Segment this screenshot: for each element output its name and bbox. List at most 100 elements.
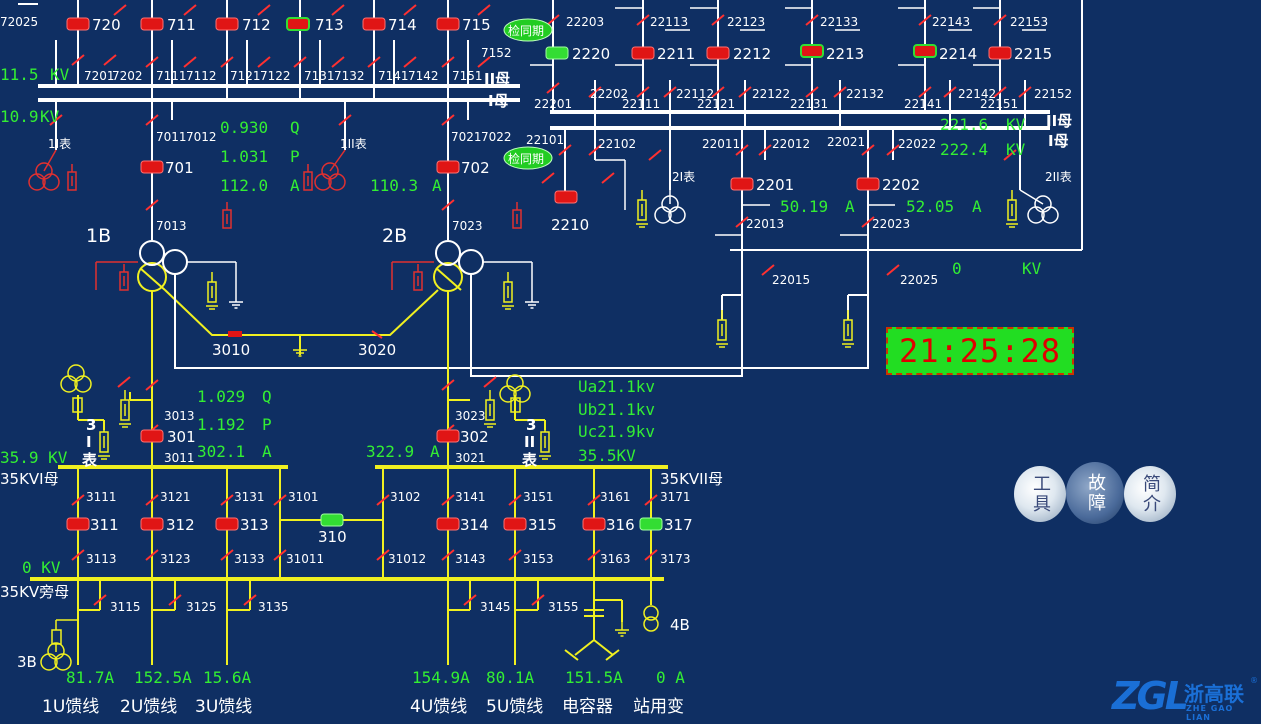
value-i314: 154.9A [412, 668, 470, 687]
breaker-315[interactable] [503, 517, 527, 531]
logo-en: ZHE GAO LIAN [1186, 704, 1234, 722]
transformer-2b[interactable] [433, 240, 484, 292]
labels-220: 检同期 检同期 22203 22113 22123 22133 22143 22… [508, 15, 1072, 287]
label-3020: 3020 [358, 341, 396, 359]
label-3135: 3135 [258, 600, 289, 614]
breaker-702[interactable] [436, 160, 460, 174]
values-110: 11.5 KV 10.9 KV 0.930 Q 1.031 P 112.0 A … [0, 65, 442, 195]
label-315: 315 [528, 516, 557, 534]
breaker-302[interactable] [436, 429, 460, 443]
breaker-2213[interactable] [800, 44, 824, 58]
breaker-713[interactable] [286, 17, 310, 31]
breaker-2212[interactable] [706, 46, 730, 60]
label-3171: 3171 [660, 490, 691, 504]
value-i701-unit: A [290, 176, 300, 195]
value-i311: 81.7A [66, 668, 115, 687]
breaker-317[interactable] [639, 517, 663, 531]
label-7023: 7023 [452, 219, 483, 233]
breaker-2210[interactable] [554, 190, 578, 204]
breaker-712[interactable] [215, 17, 239, 31]
value-220-ii-unit: KV [1006, 115, 1026, 134]
bus-110kv [18, 3, 520, 102]
breaker-312[interactable] [140, 517, 164, 531]
value-i702-unit: A [432, 176, 442, 195]
breaker-701[interactable] [140, 160, 164, 174]
value-i317: 0 A [656, 668, 685, 687]
label-22025: 22025 [900, 273, 938, 287]
labels-110: 72025 720 711 712 713 714 715 7152 7201 … [0, 15, 512, 359]
fault-button[interactable]: 故障 [1066, 462, 1124, 524]
label-702: 702 [461, 159, 490, 177]
feeder-4u: 4U馈线 [410, 697, 467, 717]
value-35-ii-voltage: 35.5KV [578, 446, 636, 465]
breaker-715[interactable] [436, 17, 460, 31]
breaker-2214[interactable] [913, 44, 937, 58]
bus-220-i-label: I母 [1048, 132, 1069, 150]
logo-reg: ® [1250, 676, 1258, 685]
value-i302: 322.9 [366, 442, 414, 461]
sync-tag-2: 检同期 [508, 151, 544, 166]
label-22011: 22011 [702, 137, 740, 151]
label-7013: 7013 [156, 219, 187, 233]
breaker-2220[interactable] [545, 46, 569, 60]
breaker-2211[interactable] [631, 46, 655, 60]
breaker-2202[interactable] [856, 177, 880, 191]
label-22015: 22015 [772, 273, 810, 287]
intro-button[interactable]: 简介 [1124, 466, 1176, 522]
label-301: 301 [167, 428, 196, 446]
label-7132: 7132 [334, 69, 365, 83]
label-22112: 22112 [676, 87, 714, 101]
label-314: 314 [460, 516, 489, 534]
value-110-ii-voltage: 11.5 [0, 65, 39, 84]
breaker-314[interactable] [436, 517, 460, 531]
label-3102: 3102 [390, 490, 421, 504]
breaker-720[interactable] [66, 17, 90, 31]
breaker-316[interactable] [582, 517, 606, 531]
logo-name: 浙高联 [1184, 682, 1244, 706]
bays-35kv [77, 290, 652, 665]
breaker-2215[interactable] [988, 46, 1012, 60]
bus-220-ii-label: II母 [1046, 112, 1072, 130]
value-i301: 302.1 [197, 442, 245, 461]
label-3131: 3131 [234, 490, 265, 504]
pt-35kv [40, 364, 659, 671]
label-22202: 22202 [590, 87, 628, 101]
breaker-301[interactable] [140, 429, 164, 443]
bus-220kv [550, 0, 1083, 251]
label-22151: 22151 [980, 97, 1018, 111]
breaker-311[interactable] [66, 517, 90, 531]
neutral-link [164, 289, 439, 355]
breaker-711[interactable] [140, 17, 164, 31]
feeder-1u: 1U馈线 [42, 697, 99, 717]
label-310: 310 [318, 528, 347, 546]
tools-button[interactable]: 工具 [1014, 466, 1066, 522]
sync-tags[interactable] [503, 18, 553, 170]
breaker-714[interactable] [362, 17, 386, 31]
breaker-310[interactable] [320, 513, 344, 527]
meter-2i-label: 2I表 [672, 170, 695, 184]
capacitor [564, 609, 620, 661]
label-3151: 3151 [523, 490, 554, 504]
bus-35kv [30, 465, 668, 581]
meter-3i-a: 3 [86, 416, 96, 434]
label-22013: 22013 [746, 217, 784, 231]
feeder-labels: 1U馈线 2U馈线 3U馈线 4U馈线 5U馈线 电容器 站用变 [42, 697, 684, 717]
value-220-ii-voltage: 221.6 [940, 115, 988, 134]
value-220-i-unit: KV [1006, 140, 1026, 159]
label-7131: 7131 [304, 69, 335, 83]
transformer-1b[interactable] [137, 240, 188, 292]
breaker-2201[interactable] [730, 177, 754, 191]
value-110-ii-unit: KV [50, 65, 70, 84]
label-7121: 7121 [230, 69, 261, 83]
breaker-313[interactable] [215, 517, 239, 531]
label-3173: 3173 [660, 552, 691, 566]
feeder-capacitor: 电容器 [562, 697, 613, 717]
values-35kv: 1.029 Q 1.192 P 302.1 A 322.9 A Ua21.1kv… [0, 377, 685, 687]
breakers-35kv[interactable] [66, 429, 663, 531]
label-31011: 31011 [286, 552, 324, 566]
label-22123: 22123 [727, 15, 765, 29]
label-3155: 3155 [548, 600, 579, 614]
label-2201: 2201 [756, 176, 794, 194]
label-2214: 2214 [939, 45, 977, 63]
label-316: 316 [606, 516, 635, 534]
